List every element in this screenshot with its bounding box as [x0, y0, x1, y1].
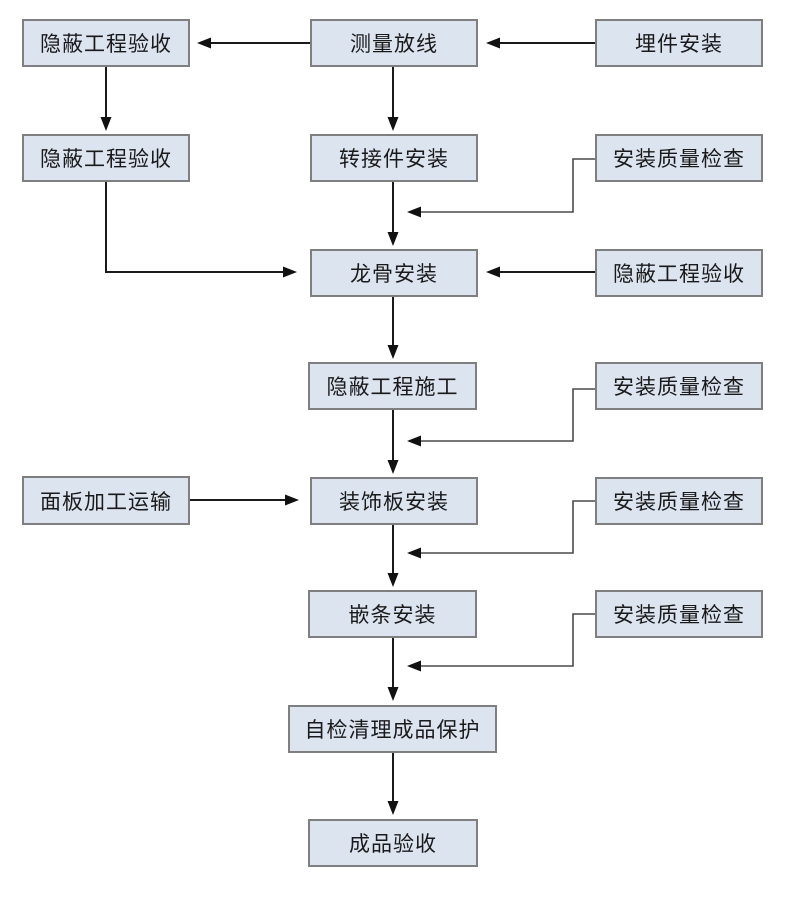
- connector-decorative-install-to-strip-install: [387, 525, 399, 587]
- flow-node-quality-check-4: 安装质量检查: [595, 590, 763, 638]
- arrowhead-icon: [387, 232, 399, 246]
- arrowhead-icon: [100, 117, 112, 131]
- flow-node-embed-install: 埋件安装: [595, 19, 763, 67]
- connector-quality-check-4-to-strip-selfcheck-flow: [407, 613, 595, 672]
- connector-hidden-construction-to-decorative-install: [387, 410, 399, 474]
- connector-quality-check-2-to-construction-decor-flow: [407, 388, 595, 447]
- connector-measure-layout-to-hidden-acceptance-1: [197, 37, 310, 49]
- edge-line: [419, 388, 595, 442]
- arrowhead-icon: [387, 345, 399, 359]
- arrowhead-icon: [407, 547, 421, 559]
- connector-strip-install-to-self-check-protect: [387, 637, 399, 701]
- flow-node-measure-layout: 测量放线: [310, 19, 478, 67]
- flow-node-quality-check-3: 安装质量检查: [595, 477, 763, 525]
- flow-node-quality-check-2: 安装质量检查: [595, 362, 763, 410]
- edge-line: [419, 158, 595, 213]
- connector-adapter-install-to-keel-install: [387, 182, 399, 246]
- connector-self-check-protect-to-final-acceptance: [387, 753, 399, 815]
- connector-keel-install-to-hidden-construction: [387, 297, 399, 359]
- arrowhead-icon: [407, 660, 421, 672]
- connector-embed-install-to-measure-layout: [486, 37, 595, 49]
- connector-measure-layout-to-adapter-install: [387, 67, 399, 131]
- flow-node-strip-install: 嵌条安装: [308, 590, 477, 638]
- connector-quality-check-1-to-adapter-keel-flow: [407, 158, 595, 218]
- flow-node-quality-check-1: 安装质量检查: [595, 134, 763, 182]
- arrowhead-icon: [387, 573, 399, 587]
- edge-line: [419, 500, 595, 554]
- arrowhead-icon: [387, 460, 399, 474]
- connector-hidden-acceptance-1-to-hidden-acceptance-2: [100, 67, 112, 131]
- arrowhead-icon: [283, 266, 297, 278]
- flow-node-panel-transport: 面板加工运输: [22, 476, 190, 525]
- arrowhead-icon: [407, 206, 421, 218]
- arrowhead-icon: [387, 801, 399, 815]
- flow-node-self-check-protect: 自检清理成品保护: [288, 705, 497, 753]
- arrowhead-icon: [387, 117, 399, 131]
- flow-node-adapter-install: 转接件安装: [310, 134, 478, 182]
- flow-node-keel-install: 龙骨安装: [310, 249, 478, 297]
- arrowhead-icon: [486, 266, 500, 278]
- edge-line: [105, 182, 285, 273]
- connector-quality-check-3-to-decor-strip-flow: [407, 500, 595, 559]
- arrowhead-icon: [285, 494, 299, 506]
- edge-line: [419, 613, 595, 667]
- flow-node-hidden-construction: 隐蔽工程施工: [308, 362, 477, 410]
- flow-node-final-acceptance: 成品验收: [308, 819, 478, 867]
- arrowhead-icon: [197, 37, 211, 49]
- arrowhead-icon: [387, 687, 399, 701]
- flow-node-hidden-acceptance-3: 隐蔽工程验收: [595, 249, 763, 297]
- connector-hidden-acceptance-2-to-keel-install: [105, 182, 297, 278]
- connector-panel-transport-to-decorative-install: [190, 494, 299, 506]
- flow-node-decorative-install: 装饰板安装: [310, 477, 478, 525]
- arrowhead-icon: [407, 435, 421, 447]
- connector-hidden-acceptance-3-to-keel-install: [486, 266, 595, 278]
- flow-node-hidden-acceptance-2: 隐蔽工程验收: [22, 134, 190, 182]
- arrowhead-icon: [486, 37, 500, 49]
- flow-node-hidden-acceptance-1: 隐蔽工程验收: [22, 19, 190, 67]
